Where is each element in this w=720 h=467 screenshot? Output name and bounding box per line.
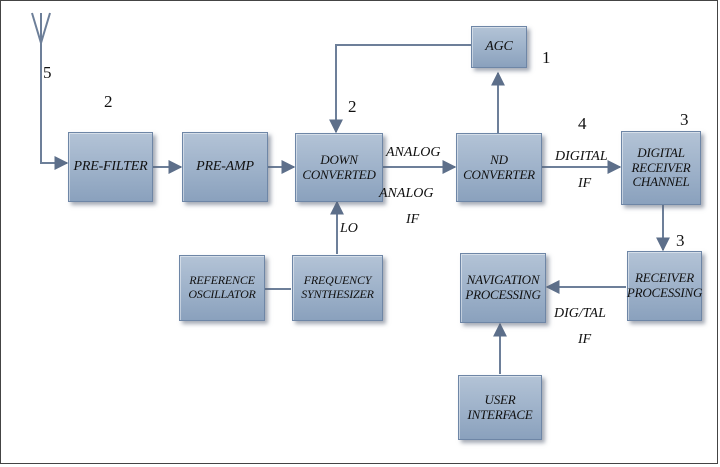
pre-amp-label: PRE-AMP	[196, 158, 254, 174]
user-interface-block: USER INTERFACE	[458, 375, 542, 440]
label-analog-top: ANALOG	[386, 145, 441, 160]
receiver-line-1: RECEIVER	[634, 270, 695, 286]
number-agc: 1	[542, 48, 551, 67]
refosc-line-2: OSCILLATOR	[188, 287, 256, 301]
ui-line-2: INTERFACE	[467, 406, 533, 422]
down-converted-block: DOWN CONVERTED	[295, 133, 383, 202]
label-digital-if-1: DIGITAL	[555, 149, 608, 164]
refosc-line-1: REFERENCE	[189, 273, 255, 288]
channel-line-3: CHANNEL	[632, 174, 690, 190]
number-prefilter: 2	[104, 92, 113, 111]
agc-block: AGC	[471, 26, 527, 68]
number-channel: 3	[680, 110, 689, 129]
label-digital-if-2: IF	[578, 176, 592, 191]
wire-agc-downconv	[329, 44, 471, 134]
nd-converter-line-2: CONVERTER	[463, 166, 535, 182]
digital-receiver-channel-block: DIGITAL RECEIVER CHANNEL	[621, 131, 701, 205]
receiver-line-2: PROCESSING	[626, 285, 703, 300]
down-converted-line-1: DOWN	[320, 151, 358, 167]
label-digtal-if-2: IF	[578, 332, 592, 347]
reference-oscillator-block: REFERENCE OSCILLATOR	[179, 255, 265, 321]
label-lo: LO	[340, 221, 358, 236]
pre-filter-label: PRE-FILTER	[73, 158, 148, 174]
nav-line-2: PROCESSING	[465, 287, 541, 302]
label-analog-if-1: ANALOG	[379, 186, 434, 201]
channel-line-2: RECEIVER	[631, 159, 691, 175]
receiver-processing-block: RECEIVER PROCESSING	[627, 251, 702, 321]
frequency-synthesizer-block: FREQUENCY SYNTHESIZER	[292, 255, 383, 321]
navigation-processing-block: NAVIGATION PROCESSING	[460, 253, 546, 323]
antenna-symbol	[31, 12, 51, 47]
pre-amp-block: PRE-AMP	[182, 132, 268, 202]
down-converted-line-2: CONVERTED	[302, 166, 376, 182]
pre-filter-block: PRE-FILTER	[68, 132, 153, 202]
number-digital: 4	[578, 114, 587, 133]
label-digtal-if-1: DIG/TAL	[554, 306, 606, 321]
nd-converter-line-1: ND	[490, 151, 508, 167]
number-downconv: 2	[348, 97, 357, 116]
freqsyn-line-2: SYNTHESIZER	[301, 287, 374, 301]
antenna-feed-line	[40, 43, 69, 170]
number-antenna: 5	[43, 63, 52, 82]
ui-line-1: USER	[484, 391, 516, 407]
nd-converter-block: ND CONVERTER	[456, 133, 542, 202]
freqsyn-line-1: FREQUENCY	[303, 273, 372, 288]
agc-label: AGC	[485, 38, 513, 54]
channel-line-1: DIGITAL	[637, 144, 685, 160]
label-analog-if-2: IF	[406, 212, 420, 227]
nav-line-1: NAVIGATION	[466, 272, 540, 288]
number-receiver: 3	[676, 231, 685, 250]
